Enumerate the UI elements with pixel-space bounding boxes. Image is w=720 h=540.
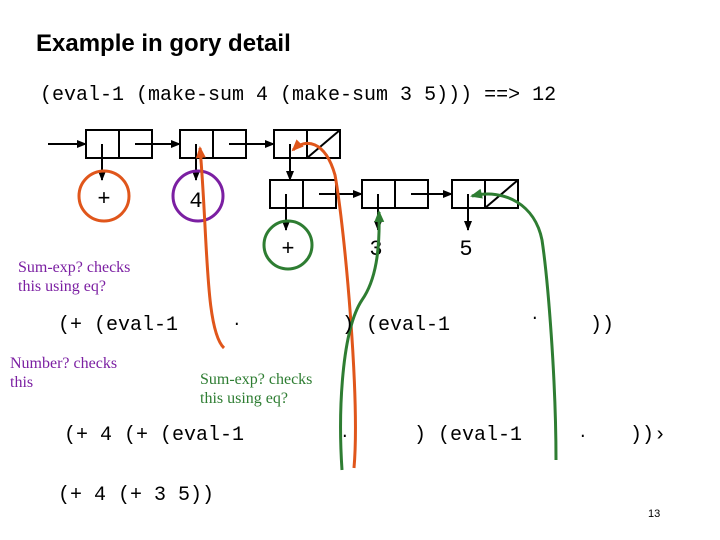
sum-exp-note-mid: Sum-exp? checks this using eq?: [200, 371, 313, 407]
step1-dot-2: .: [530, 306, 540, 324]
green-arrow-1: [339, 210, 385, 471]
top-list: [48, 129, 341, 181]
step1-dot-1: .: [232, 312, 242, 330]
orange-arrow-1: [195, 146, 226, 350]
step3-result: (+ 4 (+ 3 5)): [58, 484, 215, 507]
purple-highlight-four: [171, 169, 225, 223]
step1-part-b: ) (eval-1: [342, 314, 451, 337]
step2-part-b: ) (eval-1: [414, 424, 523, 447]
outer-plus-symbol: +: [97, 187, 110, 212]
orange-arrow-2: [291, 139, 357, 469]
step2-part-a: (+ 4 (+ (eval-1: [64, 424, 245, 447]
top-expression: (eval-1 (make-sum 4 (make-sum 3 5))) ==>…: [40, 84, 557, 107]
green-highlight-plus: [262, 219, 314, 271]
slide-title: Example in gory detail: [36, 30, 291, 57]
sum-exp-note-left: Sum-exp? checks this using eq?: [18, 259, 131, 295]
number-check-note: Number? checks this: [10, 355, 118, 391]
green-arrow-2: [470, 188, 558, 461]
step2-part-c: ))›: [630, 424, 667, 447]
inner-plus-symbol: +: [281, 237, 294, 262]
page-number: 13: [648, 508, 661, 520]
inner-list: [269, 179, 519, 231]
step1-part-a: (+ (eval-1: [58, 314, 179, 337]
orange-highlight-plus: [77, 169, 131, 223]
inner-five-value: 5: [459, 237, 472, 262]
step2-dot-1: .: [340, 424, 350, 442]
outer-four-value: 4: [189, 189, 202, 214]
step2-dot-2: .: [578, 424, 588, 442]
step1-part-c: )): [590, 314, 615, 337]
